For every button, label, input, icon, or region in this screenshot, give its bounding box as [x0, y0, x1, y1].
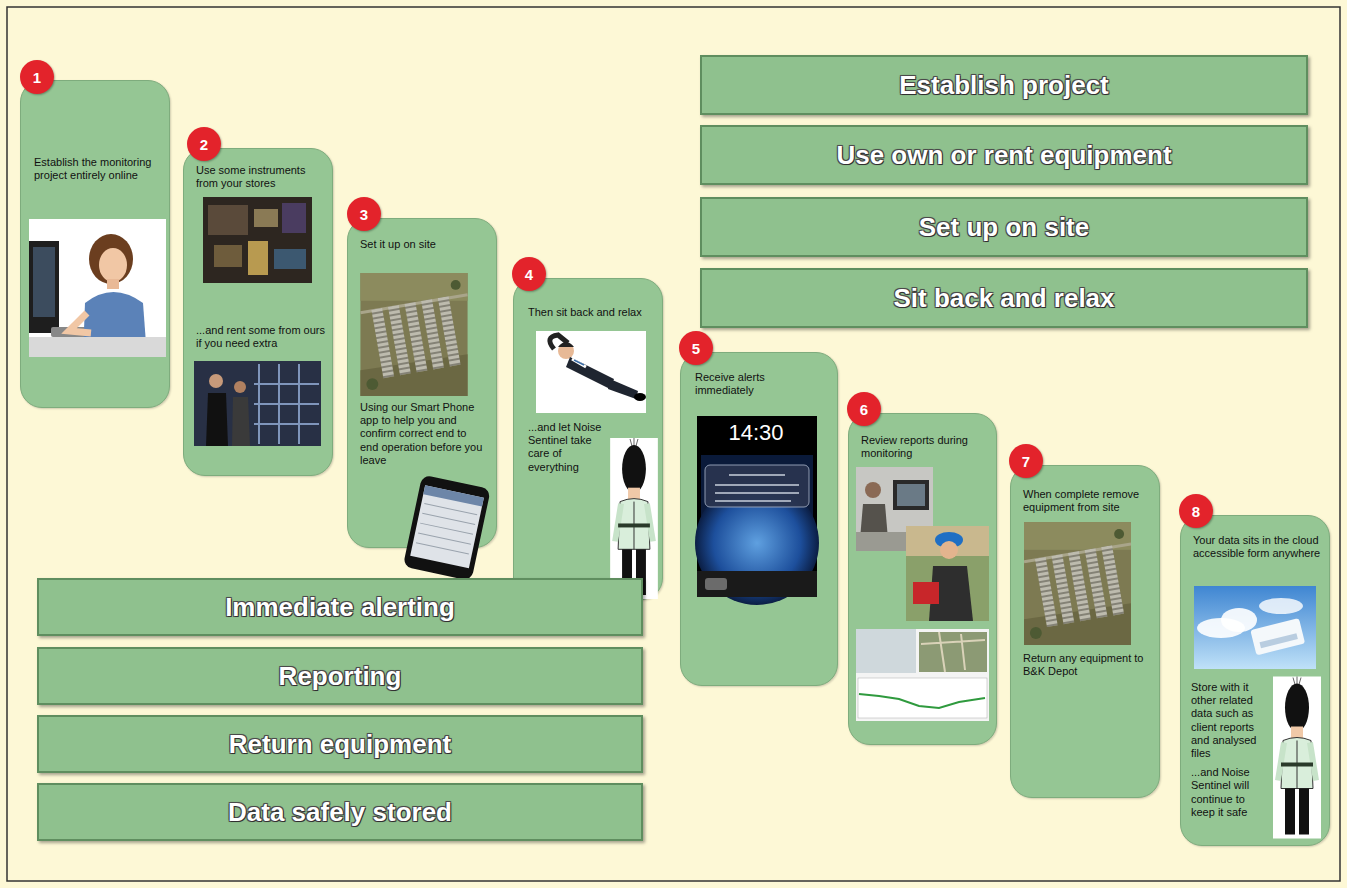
callout-digit: 4 — [525, 266, 533, 283]
callout-number: 6 — [847, 392, 881, 426]
step-text: Store with it other related data such as… — [1191, 681, 1271, 760]
bar-label: Set up on site — [919, 212, 1089, 243]
office-photo — [21, 81, 171, 409]
callout-digit: 1 — [33, 69, 41, 86]
step-text: Establish the monitoring project entirel… — [34, 156, 164, 182]
store-photos — [184, 149, 334, 477]
callout-number: 1 — [20, 60, 54, 94]
step-text: Set it up on site — [360, 238, 490, 251]
step-text: Then sit back and relax — [528, 306, 658, 319]
step-text: Your data sits in the cloud accessible f… — [1193, 534, 1325, 560]
step-card: Set it up on siteUsing our Smart Phone a… — [347, 218, 497, 548]
step-card: Review reports during monitoring6 — [848, 413, 997, 745]
report-photos — [849, 414, 998, 746]
callout-number: 7 — [1009, 444, 1043, 478]
step-card: Establish the monitoring project entirel… — [20, 80, 170, 408]
bar-label: Reporting — [279, 661, 402, 692]
summary-bar: Immediate alerting — [37, 578, 643, 636]
callout-digit: 3 — [360, 206, 368, 223]
step-text: Return any equipment to B&K Depot — [1023, 652, 1149, 678]
step-card: Use some instruments from your stores...… — [183, 148, 333, 476]
summary-bar: Establish project — [700, 55, 1308, 115]
step-text: When complete remove equipment from site — [1023, 488, 1153, 514]
summary-bar: Set up on site — [700, 197, 1308, 257]
summary-bar: Data safely stored — [37, 783, 643, 841]
callout-digit: 6 — [860, 401, 868, 418]
bar-label: Return equipment — [229, 729, 451, 760]
callout-digit: 8 — [1192, 503, 1200, 520]
step-text: Review reports during monitoring — [861, 434, 991, 460]
callout-number: 2 — [187, 127, 221, 161]
summary-bar: Sit back and relax — [700, 268, 1308, 328]
summary-bar: Reporting — [37, 647, 643, 705]
phone-alert-screen — [681, 353, 839, 687]
step-card: Then sit back and relax ...and let Noise … — [513, 278, 663, 600]
bar-label: Immediate alerting — [225, 592, 455, 623]
step-card: Receive alerts immediately5 — [680, 352, 838, 686]
step-text: ...and let Noise Sentinel take care of e… — [528, 421, 608, 474]
site-and-phone — [348, 219, 498, 549]
callout-number: 5 — [679, 331, 713, 365]
bar-label: Establish project — [899, 70, 1109, 101]
callout-digit: 7 — [1022, 453, 1030, 470]
bar-label: Use own or rent equipment — [836, 140, 1171, 171]
step-text: ...and Noise Sentinel will continue to k… — [1191, 766, 1271, 819]
summary-bar: Return equipment — [37, 715, 643, 773]
callout-digit: 5 — [692, 340, 700, 357]
screen-clock: 14:30 — [696, 420, 816, 446]
frame-border — [7, 7, 1340, 881]
site-photo — [1011, 466, 1161, 799]
callout-digit: 2 — [200, 136, 208, 153]
bar-label: Data safely stored — [228, 797, 452, 828]
bar-label: Sit back and relax — [893, 283, 1114, 314]
callout-number: 4 — [512, 257, 546, 291]
step-text: Receive alerts immediately — [695, 371, 825, 397]
summary-bar: Use own or rent equipment — [700, 125, 1308, 185]
step-card: Your data sits in the cloud accessible f… — [1180, 515, 1330, 846]
callout-number: 8 — [1179, 494, 1213, 528]
step-text: Using our Smart Phone app to help you an… — [360, 401, 486, 467]
step-card: When complete remove equipment from site… — [1010, 465, 1160, 798]
step-text: Use some instruments from your stores — [196, 164, 326, 190]
callout-number: 3 — [347, 197, 381, 231]
step-text: ...and rent some from ours if you need e… — [196, 324, 326, 350]
